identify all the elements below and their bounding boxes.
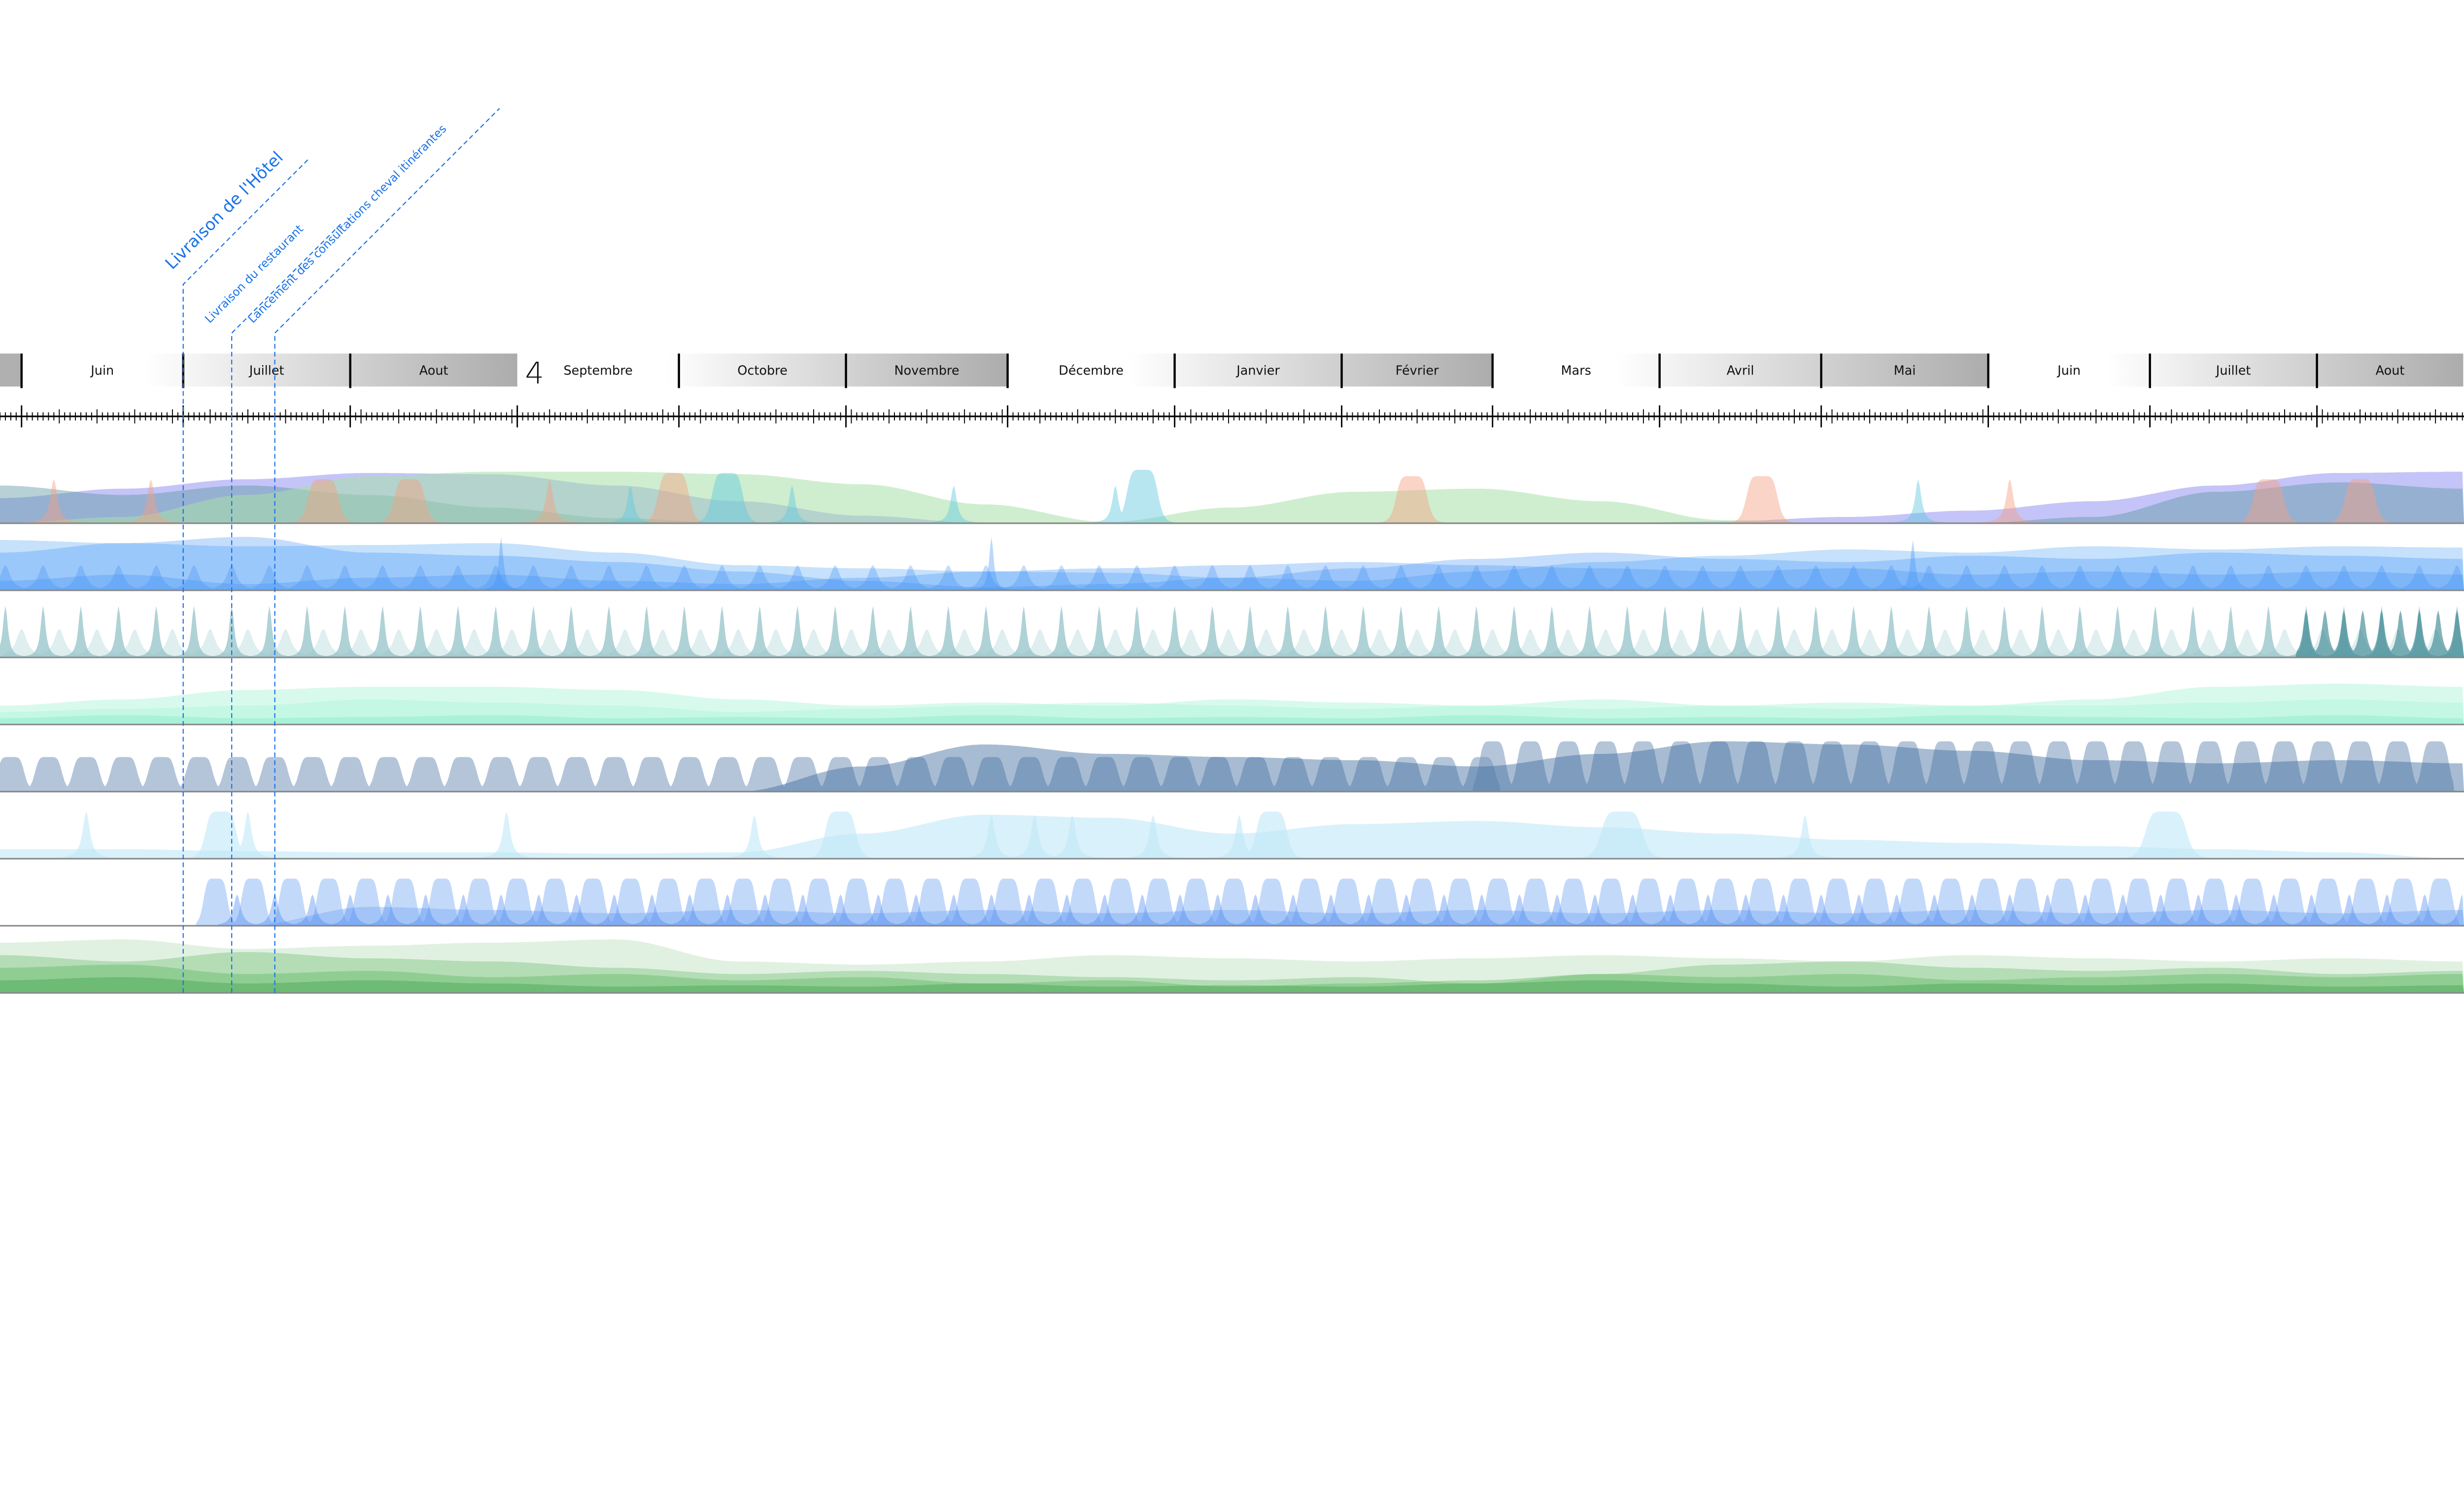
band-series-area bbox=[0, 715, 2464, 725]
band-series-area bbox=[0, 879, 2464, 926]
activity-bands bbox=[0, 470, 2464, 994]
band-row bbox=[0, 606, 2464, 658]
band-series-area bbox=[0, 606, 2464, 658]
month-label: Septembre bbox=[563, 364, 632, 378]
band-series-area bbox=[0, 565, 2464, 591]
year-digit: 4 bbox=[525, 356, 544, 391]
annotation-line bbox=[182, 158, 309, 993]
month-label: Juin bbox=[90, 364, 114, 378]
day-ruler bbox=[0, 405, 2464, 428]
month-label: Juillet bbox=[2215, 364, 2251, 378]
band-series-area bbox=[0, 629, 2464, 658]
season-band bbox=[551, 353, 1008, 387]
month-label: Mai bbox=[1894, 364, 1916, 378]
month-label: Avril bbox=[1727, 364, 1754, 378]
month-header: Juin Juillet Aout Septembre Octobre Novembre D… bbox=[0, 353, 2464, 391]
month-label: Aout bbox=[419, 364, 448, 378]
band-series-area bbox=[0, 811, 2464, 859]
band-series-area bbox=[0, 537, 2464, 591]
month-label: Octobre bbox=[737, 364, 787, 378]
band-row bbox=[0, 741, 2464, 793]
band-series-area bbox=[0, 741, 2464, 792]
band-row bbox=[0, 811, 2464, 860]
band-row bbox=[0, 683, 2464, 725]
band-series-area bbox=[0, 939, 2464, 993]
band-series-area bbox=[0, 907, 2464, 926]
month-label: Février bbox=[1396, 364, 1439, 378]
annotation-line bbox=[231, 223, 342, 993]
season-band bbox=[1988, 353, 2464, 387]
month-label: Janvier bbox=[1235, 364, 1280, 378]
band-series-area bbox=[0, 741, 2464, 792]
band-series-area bbox=[0, 977, 2464, 993]
band-series-area bbox=[0, 562, 2464, 591]
band-series-area bbox=[0, 757, 2464, 792]
band-series-area bbox=[0, 894, 2464, 926]
band-row bbox=[0, 537, 2464, 591]
band-row bbox=[0, 939, 2464, 994]
band-series-area bbox=[0, 952, 2464, 993]
month-label: Juillet bbox=[248, 364, 284, 378]
band-series-area bbox=[0, 472, 2464, 523]
band-series-area bbox=[0, 964, 2464, 993]
season-band bbox=[1492, 353, 1988, 387]
band-series-area bbox=[0, 540, 2464, 591]
month-label: Mars bbox=[1561, 364, 1591, 378]
month-label: Décembre bbox=[1059, 364, 1124, 378]
timeline-chart: Juin Juillet Aout Septembre Octobre Novembre D… bbox=[0, 108, 2464, 994]
month-label: Novembre bbox=[894, 364, 959, 378]
season-band bbox=[1007, 353, 1493, 387]
band-series-area bbox=[0, 815, 2464, 859]
band-series-area bbox=[0, 699, 2464, 725]
band-row bbox=[0, 470, 2464, 524]
season-band bbox=[0, 353, 22, 387]
band-row bbox=[0, 879, 2464, 927]
month-label: Aout bbox=[2376, 364, 2405, 378]
season-band bbox=[21, 353, 517, 387]
band-series-area bbox=[0, 683, 2464, 725]
month-label: Juin bbox=[2056, 364, 2081, 378]
